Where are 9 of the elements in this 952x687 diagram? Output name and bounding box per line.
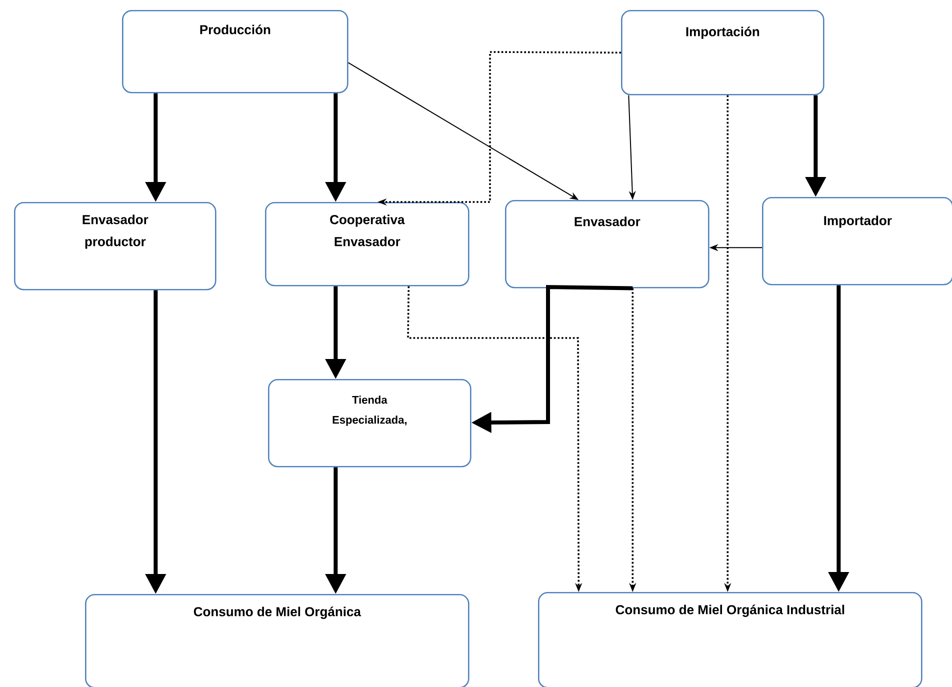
process-box: Cooperativa Envasador (265, 202, 470, 286)
process-box: Tienda Especializada, (268, 379, 472, 468)
process-box: Consumo de Miel Orgánica Industrial (538, 592, 922, 687)
process-box: Importador (762, 197, 952, 286)
process-box: Envasador (505, 200, 710, 288)
process-box: Consumo de Miel Orgánica (85, 594, 470, 687)
process-box: Importación (621, 10, 824, 96)
process-box: Envasador productor (14, 202, 216, 290)
process-box: Producción (122, 10, 348, 94)
